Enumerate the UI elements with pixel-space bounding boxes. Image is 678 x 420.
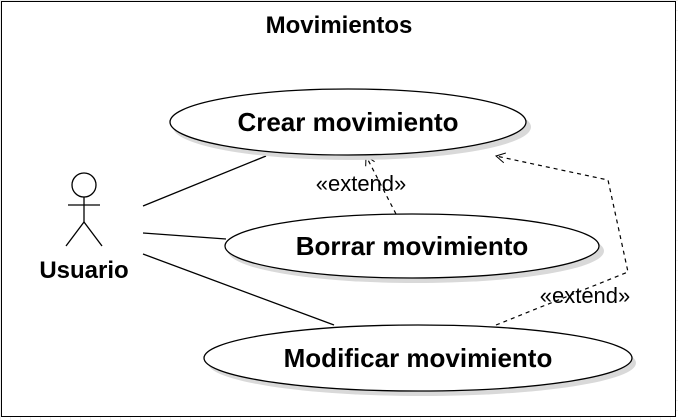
- use-case-crear-movimiento[interactable]: Crear movimiento: [169, 88, 531, 160]
- use-case-label: Crear movimiento: [237, 107, 458, 137]
- actor-left-leg: [65, 221, 85, 247]
- extend-label-borrar: «extend»: [316, 171, 407, 196]
- association-crear[interactable]: [142, 155, 267, 207]
- association-borrar[interactable]: [142, 232, 227, 240]
- use-case-borrar-movimiento[interactable]: Borrar movimiento: [224, 213, 604, 283]
- extend-borrar-to-crear[interactable]: [365, 155, 397, 215]
- actor-label: Usuario: [39, 257, 128, 284]
- use-case-modificar-movimiento[interactable]: Modificar movimiento: [203, 324, 636, 396]
- use-case-ellipse: [224, 213, 600, 279]
- use-case-ellipse: [169, 88, 527, 156]
- extend-label-modificar: «extend»: [540, 283, 631, 308]
- actor-head: [71, 172, 97, 198]
- system-title: Movimientos: [266, 12, 413, 39]
- use-case-label: Borrar movimiento: [296, 231, 529, 261]
- use-case-label: Modificar movimiento: [284, 343, 553, 373]
- actor-right-leg: [83, 221, 103, 247]
- actor-usuario[interactable]: Usuario: [39, 172, 129, 284]
- association-modificar[interactable]: [142, 253, 335, 326]
- use-case-ellipse: [203, 324, 633, 392]
